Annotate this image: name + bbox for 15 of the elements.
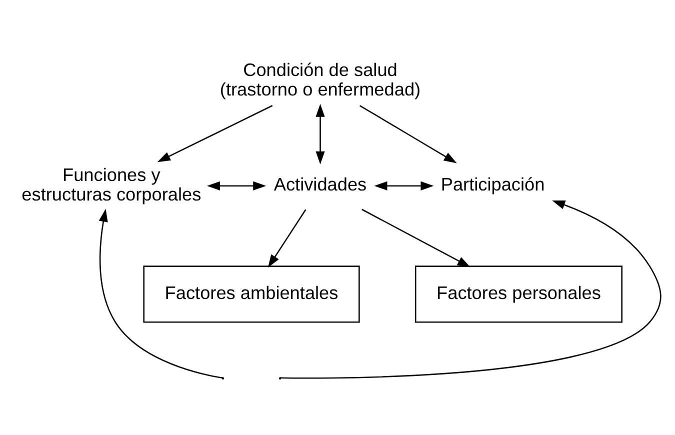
arrow [157,105,273,162]
arrow [268,209,306,268]
arrow [360,105,457,164]
node-text: Funciones y estructuras corporales [22,164,202,204]
node-text: Participación [440,174,545,195]
node-text: Condición de salud (trastorno o enfermedad) [220,60,421,100]
arrow [316,104,325,164]
arrow [206,181,266,190]
node-box: Factores ambientales [143,266,360,323]
arrow [98,208,224,378]
node-box: Factores personales [414,266,622,323]
arrow [374,181,434,190]
arrow [362,208,470,268]
node-text: Actividades [274,174,367,195]
arrow [280,200,662,379]
